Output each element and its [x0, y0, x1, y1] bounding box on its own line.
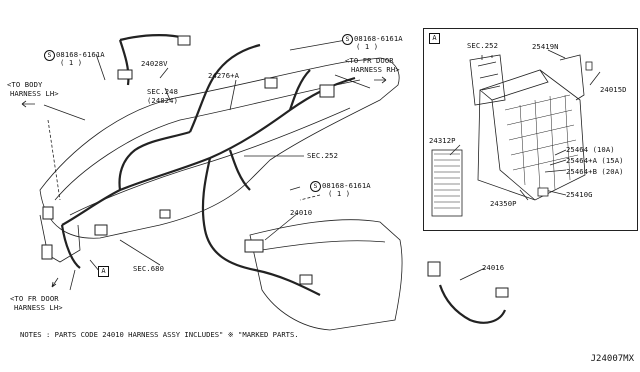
- section-ref-252: SEC.252: [307, 151, 338, 160]
- part-label-24276a: 24276+A: [208, 71, 239, 80]
- part-label-25410g: 25410G: [566, 190, 593, 199]
- inset-ref-marker: A: [429, 33, 440, 44]
- direction-note: <TO FR DOOR: [345, 56, 394, 65]
- direction-note: <TO FR DOOR: [10, 294, 59, 303]
- section-ref-248: SEC.248: [147, 87, 178, 96]
- part-label-24028v: 24028V: [141, 59, 168, 68]
- direction-note: <TO BODY: [7, 80, 43, 89]
- part-label-24016: 24016: [482, 263, 505, 272]
- diagram-code: J24007MX: [590, 354, 634, 364]
- bolt-symbol-icon: S: [44, 50, 55, 61]
- section-ref-680: SEC.680: [133, 264, 164, 273]
- bolt-part-number: 08168-6161A: [354, 34, 403, 43]
- part-label-24010: 24010: [290, 208, 313, 217]
- view-ref-marker: A: [98, 266, 109, 277]
- direction-note: HARNESS LH>: [10, 89, 59, 98]
- bolt-part-number: 08168-6161A: [322, 181, 371, 190]
- part-label-25419n: 25419N: [532, 42, 559, 51]
- direction-note: HARNESS LH>: [14, 303, 63, 312]
- bolt-quantity: ( 1 ): [60, 58, 83, 67]
- part-label-24350p: 24350P: [490, 199, 517, 208]
- detail-a-inset: [423, 28, 638, 231]
- bolt-quantity: ( 1 ): [356, 42, 379, 51]
- bolt-quantity: ( 1 ): [328, 189, 351, 198]
- bolt-symbol-icon: S: [310, 181, 321, 192]
- bolt-part-number: 08168-6161A: [56, 50, 105, 59]
- part-label-25464a-15a: 25464+A (15A): [566, 156, 624, 165]
- part-label-25464b-20a: 25464+B (20A): [566, 167, 624, 176]
- section-ref-248-sub: (24824): [147, 96, 178, 105]
- part-label-24312p: 24312P: [429, 136, 456, 145]
- inset-section-ref-252: SEC.252: [467, 41, 498, 50]
- part-label-24015d: 24015D: [600, 85, 627, 94]
- parts-note: NOTES : PARTS CODE 24010 HARNESS ASSY IN…: [20, 330, 299, 339]
- bolt-symbol-icon: S: [342, 34, 353, 45]
- part-label-25464-10a: 25464 (10A): [566, 145, 615, 154]
- direction-note: HARNESS RH>: [351, 65, 400, 74]
